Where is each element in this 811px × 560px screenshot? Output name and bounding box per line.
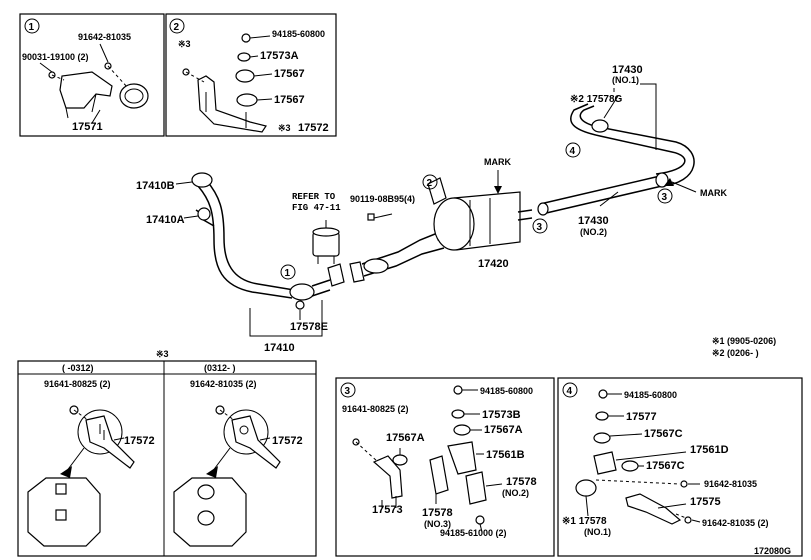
part-label: 17571 (72, 121, 103, 133)
reference-note: FIG 47-11 (292, 203, 341, 213)
part-label: 17567A (484, 424, 523, 436)
hanger-variant-b-drawing (173, 405, 281, 547)
mark-label: MARK (700, 188, 727, 198)
detail-box-1 (19, 13, 165, 137)
note-mark: ※3 (278, 123, 291, 133)
diagram-code: 172080G (754, 546, 791, 556)
callout-number: 3 (537, 222, 543, 233)
callout-number: 1 (285, 268, 291, 279)
callout-number: 2 (174, 22, 180, 33)
note-mark: ※3 (178, 39, 191, 49)
part-label: 17577 (626, 411, 657, 423)
callout-number: 4 (567, 386, 573, 397)
detail-box-3 (17, 360, 317, 557)
part-sublabel: (NO.1) (612, 75, 639, 85)
part-label: 90119-08B95(4) (350, 194, 415, 204)
applicability-note: ※2 (0206- ) (712, 348, 759, 358)
detail-box-4 (335, 377, 555, 557)
callout-number: 3 (662, 192, 668, 203)
applicability-note: ※1 (9905-0206) (712, 336, 776, 346)
part-label: 17572 (272, 435, 303, 447)
callout-circle (565, 142, 581, 158)
callout-number: 1 (29, 22, 35, 33)
callout-circle (657, 188, 673, 204)
part-label: 17567A (386, 432, 425, 444)
hanger-callout-4-drawing (575, 389, 701, 525)
part-label: 17572 (124, 435, 155, 447)
part-label: 91642-81035 (78, 32, 131, 42)
hanger-17572-drawing (182, 33, 273, 133)
part-label: 17572 (298, 122, 329, 134)
main-exhaust-assembly (175, 83, 697, 337)
column-header: (0312- ) (204, 363, 236, 373)
part-sublabel: (NO.1) (584, 527, 611, 537)
reference-note: REFER TO (292, 192, 336, 202)
hanger-callout-3-drawing (352, 385, 503, 533)
callout-number: 2 (427, 178, 433, 189)
callout-number: 4 (570, 146, 576, 157)
part-label: 94185-61000 (2) (440, 528, 507, 538)
part-label: 17567 (274, 68, 305, 80)
part-label: 91642-81035 (2) (190, 379, 257, 389)
part-label: 17430 (612, 64, 643, 76)
part-label: 91641-80825 (2) (342, 404, 409, 414)
bracket-17571-drawing (39, 43, 149, 124)
part-label: 94185-60800 (480, 386, 533, 396)
detail-box-5 (557, 377, 803, 557)
part-label: 17578E (290, 321, 328, 333)
callout-circle (280, 264, 296, 280)
part-label: 17430 (578, 215, 609, 227)
variant-title: ※3 (156, 349, 169, 359)
part-label: ※1 17578 (562, 516, 607, 527)
part-label: 17573B (482, 409, 521, 421)
part-label: 17567C (644, 428, 683, 440)
part-label: 17561B (486, 449, 525, 461)
callout-circle (169, 18, 185, 34)
part-label: 91642-81035 (704, 479, 757, 489)
part-label: 17410B (136, 180, 175, 192)
part-label: 17575 (690, 496, 721, 508)
part-label: 17561D (690, 444, 729, 456)
part-sublabel: (NO.2) (502, 488, 529, 498)
part-label: ※2 17578G (570, 94, 623, 105)
part-label: 17420 (478, 258, 509, 270)
callout-circle (24, 18, 40, 34)
hanger-variant-a-drawing (27, 405, 135, 547)
part-label: 90031-19100 (2) (22, 52, 89, 62)
detail-box-2 (165, 13, 337, 137)
part-sublabel: (NO.3) (424, 519, 451, 529)
part-label: 17573A (260, 50, 299, 62)
part-label: 17410 (264, 342, 295, 354)
part-label: 91642-81035 (2) (702, 518, 769, 528)
part-label: 17567C (646, 460, 685, 472)
part-label: 94185-60800 (272, 29, 325, 39)
part-label: 91641-80825 (2) (44, 379, 111, 389)
part-label: 17578 (506, 476, 537, 488)
part-sublabel: (NO.2) (580, 227, 607, 237)
part-label: 17573 (372, 504, 403, 516)
callout-circle (340, 382, 356, 398)
callout-circle (422, 174, 438, 190)
mark-label: MARK (484, 157, 511, 167)
callout-circle (532, 218, 548, 234)
callout-number: 3 (345, 386, 351, 397)
part-label: 17578 (422, 507, 453, 519)
column-header: ( -0312) (62, 363, 94, 373)
callout-circle (562, 382, 578, 398)
part-label: 17410A (146, 214, 185, 226)
part-label: 94185-60800 (624, 390, 677, 400)
part-label: 17567 (274, 94, 305, 106)
